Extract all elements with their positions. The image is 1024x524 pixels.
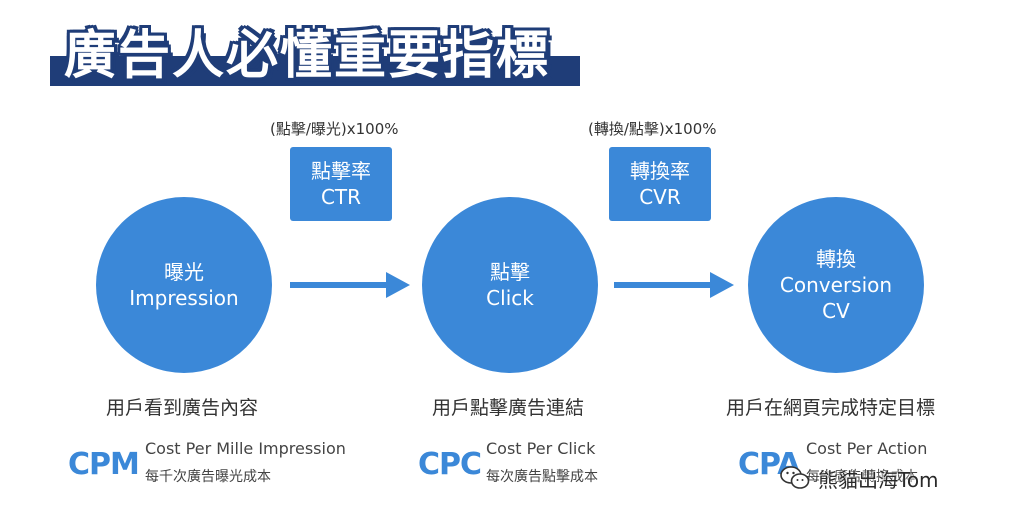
cpc-desc: 每次廣告點擊成本 (486, 469, 598, 485)
impression-caption: 用戶看到廣告內容 (106, 397, 259, 419)
conversion-label-en: Conversion (779, 273, 893, 297)
conversion-stage-circle: 轉換 Conversion CV (748, 197, 924, 373)
cpa-full: Cost Per Action (806, 439, 928, 458)
click-label-en: Click (486, 286, 534, 310)
ctr-abbr: CTR (320, 185, 362, 209)
cvr-name: 轉換率 (630, 159, 690, 183)
cpm-full: Cost Per Mille Impression (145, 439, 346, 458)
cpm-abbr: CPM (68, 447, 140, 482)
cpa-desc: 每次廣告轉換成本 (806, 469, 918, 485)
click-stage-circle: 點擊 Click (422, 197, 598, 373)
click-caption: 用戶點擊廣告連結 (432, 397, 585, 419)
ctr-box: 點擊率 CTR (290, 147, 392, 221)
impression-stage-circle: 曝光 Impression (96, 197, 272, 373)
cpm-desc: 每千次廣告曝光成本 (145, 469, 271, 485)
arrow-right-icon (290, 272, 410, 298)
cvr-abbr: CVR (639, 185, 681, 209)
title-underline-bar (50, 56, 580, 86)
conversion-label-zh: 轉換 (816, 247, 856, 271)
watermark-text: 熊貓出海Tom (818, 467, 939, 492)
ctr-formula: (點擊/曝光)x100% (270, 120, 399, 138)
conversion-label-abbr: CV (822, 299, 850, 323)
cvr-box: 轉換率 CVR (609, 147, 711, 221)
wechat-icon (780, 466, 810, 489)
page-title: 廣告人必懂重要指標 (64, 26, 551, 86)
ctr-name: 點擊率 (311, 159, 371, 183)
title-banner: 廣告人必懂重要指標 (46, 22, 586, 94)
cvr-formula: (轉換/點擊)x100% (588, 120, 717, 138)
impression-label-en: Impression (129, 286, 239, 310)
cpc-abbr: CPC (418, 447, 482, 482)
impression-label-zh: 曝光 (164, 260, 204, 284)
arrow-right-icon (614, 272, 734, 298)
watermark: 熊貓出海Tom (780, 458, 939, 498)
click-label-zh: 點擊 (490, 260, 530, 284)
cpc-full: Cost Per Click (486, 439, 596, 458)
conversion-caption: 用戶在網頁完成特定目標 (726, 397, 936, 419)
